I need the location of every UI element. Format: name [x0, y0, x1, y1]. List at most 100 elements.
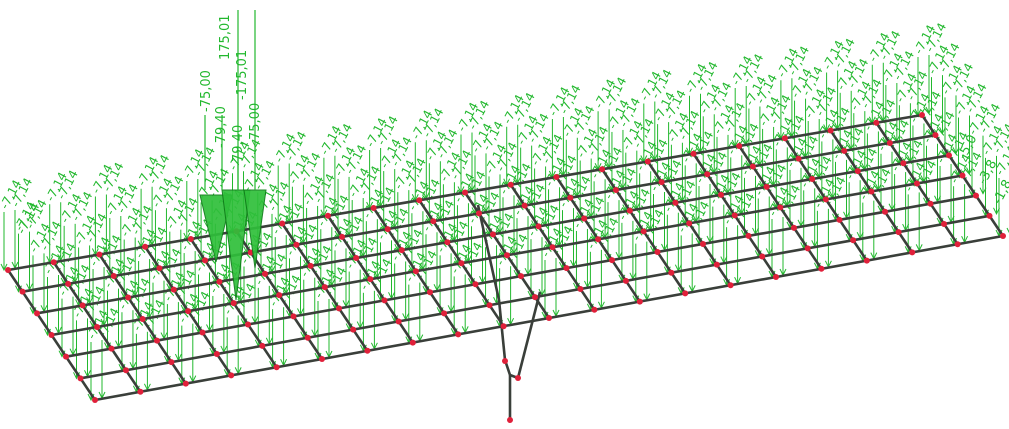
node — [700, 240, 706, 247]
concentrated-load-value-4: -79,40 — [214, 106, 229, 148]
node — [202, 257, 209, 264]
node — [553, 174, 560, 180]
right-edge-value-1: -1,8 — [990, 177, 1009, 206]
node — [595, 236, 602, 243]
concentrated-load-value-2: -175,01 — [235, 50, 250, 100]
node — [636, 298, 643, 305]
node — [168, 359, 175, 366]
node — [504, 252, 510, 259]
node — [427, 289, 433, 296]
node — [293, 241, 300, 248]
node — [668, 269, 675, 276]
node — [822, 196, 829, 203]
node — [307, 262, 314, 269]
node — [909, 249, 916, 256]
node — [364, 347, 371, 354]
node — [245, 321, 251, 328]
node — [5, 267, 11, 273]
node — [644, 158, 651, 165]
frame-nodes — [5, 112, 1006, 423]
node — [156, 265, 163, 272]
node — [213, 350, 220, 357]
load-arrowhead — [0, 263, 8, 272]
node — [959, 172, 966, 179]
column-member — [476, 204, 501, 301]
node — [913, 180, 920, 187]
node — [932, 132, 939, 139]
node — [973, 192, 979, 199]
node — [609, 257, 615, 264]
node — [521, 202, 528, 209]
node — [654, 249, 661, 256]
node — [507, 417, 513, 423]
node — [591, 306, 598, 313]
node — [500, 323, 507, 330]
node — [137, 388, 144, 395]
node — [430, 218, 437, 225]
node — [412, 268, 419, 275]
node — [791, 224, 797, 231]
node — [65, 280, 72, 287]
node — [367, 276, 374, 283]
node — [77, 375, 84, 382]
node — [686, 220, 693, 227]
node — [718, 191, 724, 198]
node — [279, 220, 286, 227]
node — [319, 356, 325, 362]
node — [682, 290, 689, 297]
node — [895, 229, 902, 236]
concentrated-load-value-6: 75,00 — [248, 103, 263, 140]
node — [290, 313, 297, 320]
node — [736, 143, 743, 149]
concentrated-load-cone — [199, 194, 233, 263]
node — [139, 316, 146, 323]
column-member — [497, 299, 507, 361]
node — [96, 251, 103, 258]
node — [713, 261, 720, 268]
node — [577, 285, 584, 292]
node — [34, 310, 40, 317]
node — [727, 282, 734, 289]
node — [567, 194, 574, 201]
node — [110, 273, 117, 280]
node — [259, 342, 266, 349]
node — [339, 233, 346, 240]
node — [599, 166, 606, 173]
node — [486, 302, 493, 309]
node — [690, 150, 697, 157]
node — [321, 284, 328, 291]
concentrated-load-value-3: -75,00 — [199, 70, 214, 112]
node — [745, 232, 752, 239]
node — [507, 181, 514, 188]
node — [759, 253, 766, 260]
node — [182, 380, 189, 387]
node — [125, 294, 132, 301]
node — [919, 112, 925, 118]
node — [1000, 233, 1006, 239]
node — [398, 247, 405, 254]
node — [187, 236, 194, 242]
node — [535, 223, 542, 230]
node — [563, 265, 570, 272]
column-member — [516, 291, 542, 379]
node — [170, 286, 177, 293]
concentrated-load-value-1: 175,01 — [218, 15, 233, 61]
node — [640, 228, 647, 235]
node — [836, 216, 843, 223]
node — [809, 176, 816, 183]
concentrated-load-group — [199, 10, 267, 301]
node — [353, 255, 360, 262]
node — [370, 205, 377, 211]
node — [986, 212, 993, 219]
node — [612, 186, 619, 193]
node — [409, 339, 416, 346]
node — [546, 315, 552, 321]
node — [462, 189, 468, 196]
node — [63, 353, 69, 360]
node — [626, 207, 633, 214]
node — [941, 220, 948, 227]
node — [444, 239, 451, 246]
node — [122, 367, 129, 374]
